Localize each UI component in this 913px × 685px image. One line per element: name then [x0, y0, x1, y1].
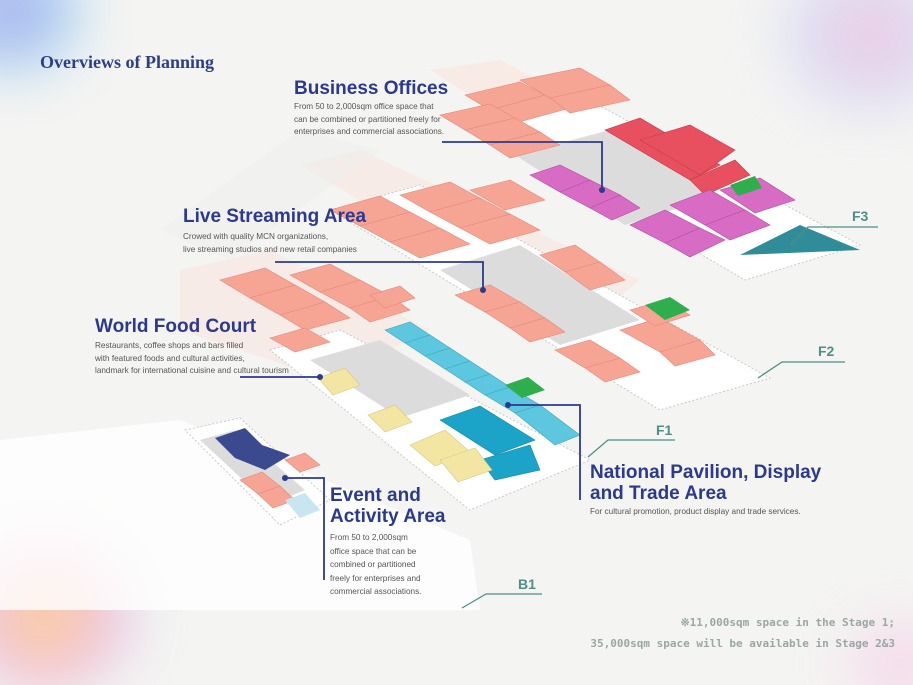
floor-b1-plan	[183, 417, 331, 526]
floor-label-f1: F1	[656, 422, 673, 438]
f3-red-block	[604, 117, 751, 196]
f3-teal-zone	[740, 225, 860, 255]
world-food-court-desc: Restaurants, coffee shops and bars fille…	[95, 341, 289, 376]
floor-f3-plan	[439, 67, 862, 281]
f1-blue-block	[439, 405, 541, 481]
floor-f1-plan	[219, 263, 592, 511]
leader-lines	[240, 141, 603, 580]
national-pavilion-desc: For cultural promotion, product display …	[590, 507, 801, 516]
live-streaming-title: Live Streaming Area	[183, 206, 367, 227]
f1-yellow-blocks	[317, 367, 493, 483]
floor-label-lines	[461, 226, 878, 609]
event-activity-desc: From 50 to 2,000sqm office space that ca…	[330, 533, 422, 596]
stage-note: ※11,000sqm space in the Stage 1; 35,000s…	[590, 616, 895, 650]
floor-label-f3: F3	[852, 208, 869, 224]
floor-label-b1: B1	[518, 576, 536, 592]
world-food-court-title: World Food Court	[95, 316, 257, 337]
floor-label-f2: F2	[818, 343, 835, 359]
event-activity-title: Event and Activity Area	[330, 485, 446, 527]
b1-navy-block	[215, 428, 290, 470]
business-offices-title: Business Offices	[294, 78, 449, 99]
business-offices-desc: From 50 to 2,000sqm office space that ca…	[294, 102, 445, 137]
floor-f2-plan	[328, 179, 772, 411]
national-pavilion-title: National Pavilion, Display and Trade Are…	[590, 462, 822, 504]
live-streaming-desc: Crowed with quality MCN organizations, l…	[183, 232, 357, 254]
page-title: Overviews of Planning	[40, 52, 214, 72]
